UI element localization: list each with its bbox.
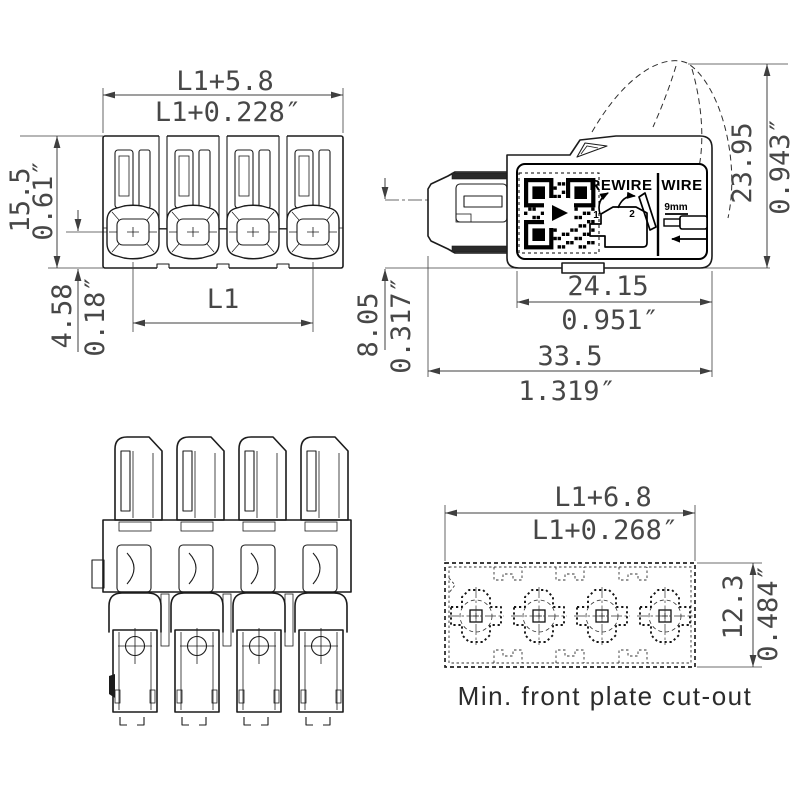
- side-view: REWIRE 1 2 WIRE 9mm 8.05 0.31: [353, 60, 796, 407]
- side-plug: [427, 171, 508, 254]
- front-offset-mm: 4.58: [47, 283, 78, 348]
- label-step1: 1: [593, 210, 599, 221]
- front-width-mm: L1+5.8: [176, 66, 274, 97]
- side-center-mm: 8.05: [353, 292, 384, 357]
- wire-strip-icon: [663, 213, 708, 243]
- front-view: L1+5.8 L1+0.228″ 15.5 0.61″ 4.58 0.18″ L…: [5, 66, 344, 357]
- side-label-width-in: 0.951″: [561, 305, 659, 336]
- label-wire-gauge: 9mm: [664, 202, 687, 213]
- side-product-label: REWIRE 1 2 WIRE 9mm: [516, 163, 708, 260]
- label-rewire-text: REWIRE: [590, 177, 653, 194]
- cutout-width-in: L1+0.268″: [532, 515, 678, 546]
- rear-coding-mark: [109, 674, 115, 698]
- front-bottom-notches: [156, 263, 290, 269]
- cutout-height-mm: 12.3: [718, 574, 749, 639]
- front-tower-slots: [158, 134, 288, 230]
- side-open-height-mm: 23.95: [727, 122, 758, 203]
- side-open-height-in: 0.943″: [765, 117, 796, 215]
- label-step2: 2: [629, 209, 635, 220]
- side-total-width-in: 1.319″: [518, 376, 616, 407]
- cutout-width-mm: L1+6.8: [554, 482, 652, 513]
- side-lever-tip: [576, 142, 608, 158]
- label-wire-text: WIRE: [661, 177, 702, 194]
- qr-code-icon: [524, 178, 596, 250]
- rear-body-band: [102, 519, 352, 593]
- front-height-mm: 15.5: [5, 167, 36, 232]
- side-label-width-mm: 24.15: [567, 271, 648, 302]
- rewire-lever-icon: 1 2: [589, 191, 657, 248]
- side-lever-open-phantom: [591, 60, 733, 219]
- cutout-view: L1+6.8 L1+0.268″ 12.3 0.484″ Min. front …: [444, 482, 784, 711]
- front-offset-in: 0.18″: [80, 275, 111, 356]
- cutout-caption: Min. front plate cut-out: [458, 681, 753, 711]
- front-height-in: 0.61″: [28, 159, 59, 240]
- front-width-in: L1+0.228″: [155, 97, 301, 128]
- side-total-width-mm: 33.5: [537, 341, 602, 372]
- rear-poles: [108, 436, 349, 726]
- rear-view: [91, 436, 352, 726]
- play-icon: [552, 205, 568, 221]
- cutout-height-in: 0.484″: [753, 564, 784, 662]
- cutout-outline: [444, 562, 696, 668]
- side-center-in: 0.317″: [386, 276, 417, 374]
- front-pitch-label: L1: [207, 284, 240, 315]
